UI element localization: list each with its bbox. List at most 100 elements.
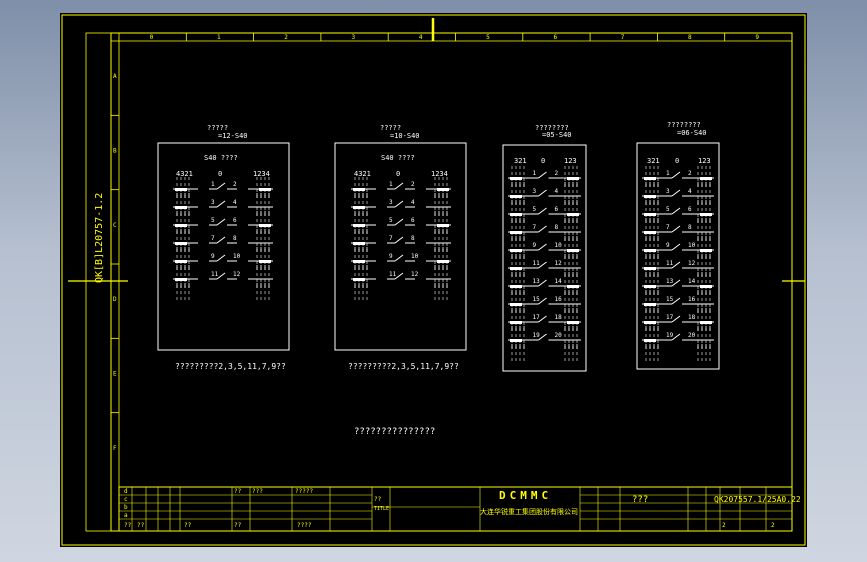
header-date: ????? (295, 488, 313, 495)
contact-number: 11 (666, 260, 674, 267)
contact-number: 6 (411, 217, 415, 224)
header-name: ??? (252, 488, 263, 495)
column-label: 9 (755, 34, 759, 41)
contact-number: 3 (666, 188, 670, 195)
contact-number: 11 (211, 271, 219, 278)
switch-code: =05-S40 (542, 131, 572, 139)
zero-position: 0 (541, 157, 545, 165)
rev-label-c: c (124, 496, 128, 503)
column-label: 6 (553, 34, 557, 41)
contact-number: 14 (688, 278, 696, 285)
row-label: E (113, 371, 117, 378)
contact-number: 17 (666, 314, 674, 321)
contact-number: 5 (666, 206, 670, 213)
row-label: D (113, 296, 117, 303)
switch-code: =06-S40 (677, 129, 707, 137)
title-label: TITLE (374, 506, 389, 512)
header-process: ???? (297, 522, 312, 529)
right-contacts-label: 1234 (253, 170, 270, 178)
sheet-total: 2 (722, 522, 726, 529)
contact-number: 3 (389, 199, 393, 206)
contact-number: 3 (533, 188, 537, 195)
switch-code: =12-S40 (218, 132, 248, 140)
row-label: F (113, 445, 117, 452)
sheet-index: 2 (771, 522, 775, 529)
contact-number: 9 (533, 242, 537, 249)
contact-number: 1 (389, 181, 393, 188)
contact-number: 6 (688, 206, 692, 213)
contact-number: 9 (666, 242, 670, 249)
note-2: ?????????2,3,5,11,7,9?? (348, 362, 459, 371)
contact-number: 8 (688, 224, 692, 231)
contact-number: 11 (533, 260, 541, 267)
right-contacts-label: 1234 (431, 170, 448, 178)
right-contacts-label: 123 (698, 157, 711, 165)
contact-number: 2 (411, 181, 415, 188)
contact-number: 7 (533, 224, 537, 231)
switch-title: ????? (380, 124, 401, 132)
column-label: 5 (486, 34, 490, 41)
contact-number: 6 (555, 206, 559, 213)
contact-number: 19 (666, 332, 674, 339)
column-label: 8 (688, 34, 692, 41)
center-note: ??????????????? (354, 427, 435, 437)
contact-number: 1 (666, 170, 670, 177)
rev-label-mark: ?? (124, 522, 132, 529)
left-contacts-label: 321 (647, 157, 660, 165)
contact-number: 10 (688, 242, 696, 249)
zero-position: 0 (396, 170, 400, 178)
contact-number: 17 (533, 314, 541, 321)
zero-position: 0 (218, 170, 222, 178)
column-label: 7 (621, 34, 625, 41)
contact-number: 14 (555, 278, 563, 285)
contact-number: 13 (666, 278, 674, 285)
column-label: 0 (150, 34, 154, 41)
contact-number: 4 (233, 199, 237, 206)
company-name: 大连华锐重工集团股份有限公司 (480, 507, 578, 516)
row-label: A (113, 73, 117, 80)
rev-col-1: ?? (137, 522, 145, 529)
contact-number: 7 (211, 235, 215, 242)
outer-border (61, 14, 806, 546)
material-label: ?? (374, 496, 382, 503)
contact-number: 2 (233, 181, 237, 188)
contact-number: 15 (533, 296, 541, 303)
rev-col-2: ?? (184, 522, 192, 529)
contact-number: 11 (389, 271, 397, 278)
switch-inner-label: S40 ???? (204, 154, 238, 162)
left-contacts-label: 4321 (354, 170, 371, 178)
row-label: C (113, 222, 117, 229)
contact-number: 9 (211, 253, 215, 260)
switch-title: ????? (207, 124, 228, 132)
switch-title: ???????? (667, 121, 701, 129)
contact-number: 10 (233, 253, 241, 260)
column-label: 2 (284, 34, 288, 41)
contact-number: 16 (688, 296, 696, 303)
title-block: d c b a ?? ?? ??? ????? ???? ?? ?? ?? ??… (118, 486, 801, 532)
left-contacts-label: 4321 (176, 170, 193, 178)
contact-number: 10 (555, 242, 563, 249)
contact-number: 10 (411, 253, 419, 260)
contact-number: 18 (555, 314, 563, 321)
contact-number: 1 (211, 181, 215, 188)
contact-number: 5 (533, 206, 537, 213)
contact-number: 2 (688, 170, 692, 177)
contact-number: 20 (688, 332, 696, 339)
contact-number: 12 (688, 260, 696, 267)
note-1: ?????????2,3,5,11,7,9?? (175, 362, 286, 371)
switch-title: ???????? (535, 124, 569, 132)
contact-number: 9 (389, 253, 393, 260)
rev-label-b: b (124, 504, 128, 511)
contact-number: 7 (389, 235, 393, 242)
contact-number: 19 (533, 332, 541, 339)
contact-number: 8 (411, 235, 415, 242)
